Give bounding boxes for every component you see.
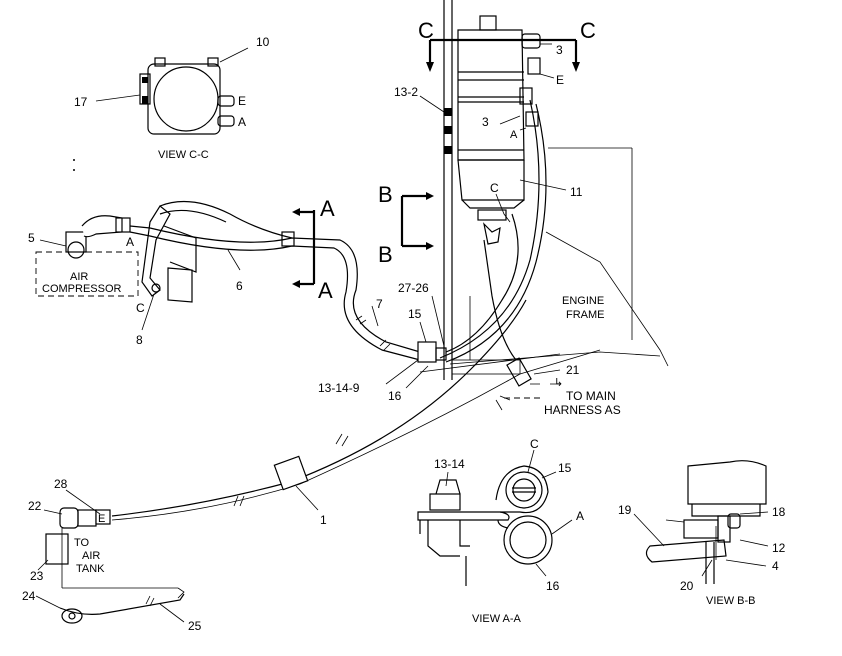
callout-27-26: 27-26	[398, 281, 429, 295]
engine-frame: ENGINE FRAME	[419, 147, 669, 375]
callout-13-14-view-a: 13-14	[434, 457, 465, 471]
callout-22: 22	[28, 499, 42, 513]
callout-3-mid: 3	[482, 115, 489, 129]
port-label-e-dryer: E	[556, 73, 564, 87]
section-marker-c-left: C	[418, 18, 434, 43]
callout-8: 8	[136, 333, 143, 347]
port-label-a-dryer: A	[510, 129, 518, 141]
port-label-c-view-a: C	[530, 437, 539, 451]
view-c-c-caption: VIEW C-C	[158, 149, 209, 161]
callout-24: 24	[22, 589, 36, 603]
harness-arrow: ↳	[554, 377, 563, 389]
callout-15-upper: 15	[408, 307, 422, 321]
air-compressor-label-line2: COMPRESSOR	[42, 283, 122, 295]
callout-3-top: 3	[556, 43, 563, 57]
callout-4: 4	[772, 559, 779, 573]
section-marker-c-right: C	[580, 18, 596, 43]
view-a-a-inset: 13-14 C 15 A 16 VIEW A-A	[417, 437, 584, 625]
engine-frame-label-line2: FRAME	[566, 309, 605, 321]
callout-10: 10	[256, 35, 270, 49]
callout-18: 18	[772, 505, 786, 519]
misc-marks	[73, 159, 75, 171]
callout-17: 17	[74, 95, 88, 109]
harness-label-line1: TO MAIN	[566, 389, 616, 403]
harness-label-line2: HARNESS AS	[544, 403, 621, 417]
air-tank-fitting: E TO AIR TANK 28 22 23 24 25	[22, 477, 202, 633]
view-a-a-caption: VIEW A-A	[472, 613, 522, 625]
callout-7: 7	[376, 297, 383, 311]
hose-lines: 6 7 15 27-26 13-14-9 16 1 TO MAIN	[111, 99, 621, 527]
callout-12: 12	[772, 541, 786, 555]
callout-19: 19	[618, 503, 632, 517]
callout-5: 5	[28, 231, 35, 245]
view-b-b-inset: 19 18 12 4 20 VIEW B-B	[618, 460, 786, 607]
air-dryer-assembly: C C 3 E 3 A 13-2 11 C	[378, 0, 596, 380]
section-marker-a-bottom: A	[318, 278, 333, 303]
compressor-fitting: C 8	[136, 205, 197, 347]
section-marker-b-top: B	[378, 182, 393, 207]
port-label-a: A	[238, 115, 246, 129]
port-label-c-dryer: C	[490, 181, 499, 195]
callout-11: 11	[570, 185, 583, 199]
section-marker-b-bottom: B	[378, 242, 393, 267]
callout-23: 23	[30, 569, 44, 583]
callout-13-2: 13-2	[394, 85, 418, 99]
callout-16-view-a: 16	[546, 579, 560, 593]
callout-15-view-a: 15	[558, 461, 572, 475]
port-label-a-compressor: A	[126, 235, 134, 249]
tank-label-line1: TO	[74, 537, 90, 549]
section-marker-a-top: A	[320, 196, 335, 221]
callout-28: 28	[54, 477, 68, 491]
callout-1: 1	[320, 513, 327, 527]
view-c-c-inset: E A 10 17 VIEW C-C	[74, 35, 270, 161]
callout-16-upper: 16	[388, 389, 402, 403]
callout-6: 6	[236, 279, 243, 293]
port-label-e: E	[238, 94, 246, 108]
port-label-c-compressor: C	[136, 301, 145, 315]
port-label-a-view-a: A	[576, 509, 584, 523]
air-compressor-label-line1: AIR	[70, 271, 88, 283]
callout-25: 25	[188, 619, 202, 633]
callout-21: 21	[566, 363, 580, 377]
tank-label-line2: AIR	[82, 550, 100, 562]
engine-frame-label-line1: ENGINE	[562, 295, 604, 307]
view-b-b-caption: VIEW B-B	[706, 595, 756, 607]
air-compressor: AIR COMPRESSOR 5 A	[28, 215, 139, 297]
port-label-e-tank: E	[98, 513, 105, 525]
tank-label-line3: TANK	[76, 563, 105, 575]
callout-20: 20	[680, 579, 694, 593]
section-a-a-marker: A A	[292, 196, 335, 303]
callout-13-14-9: 13-14-9	[318, 381, 360, 395]
